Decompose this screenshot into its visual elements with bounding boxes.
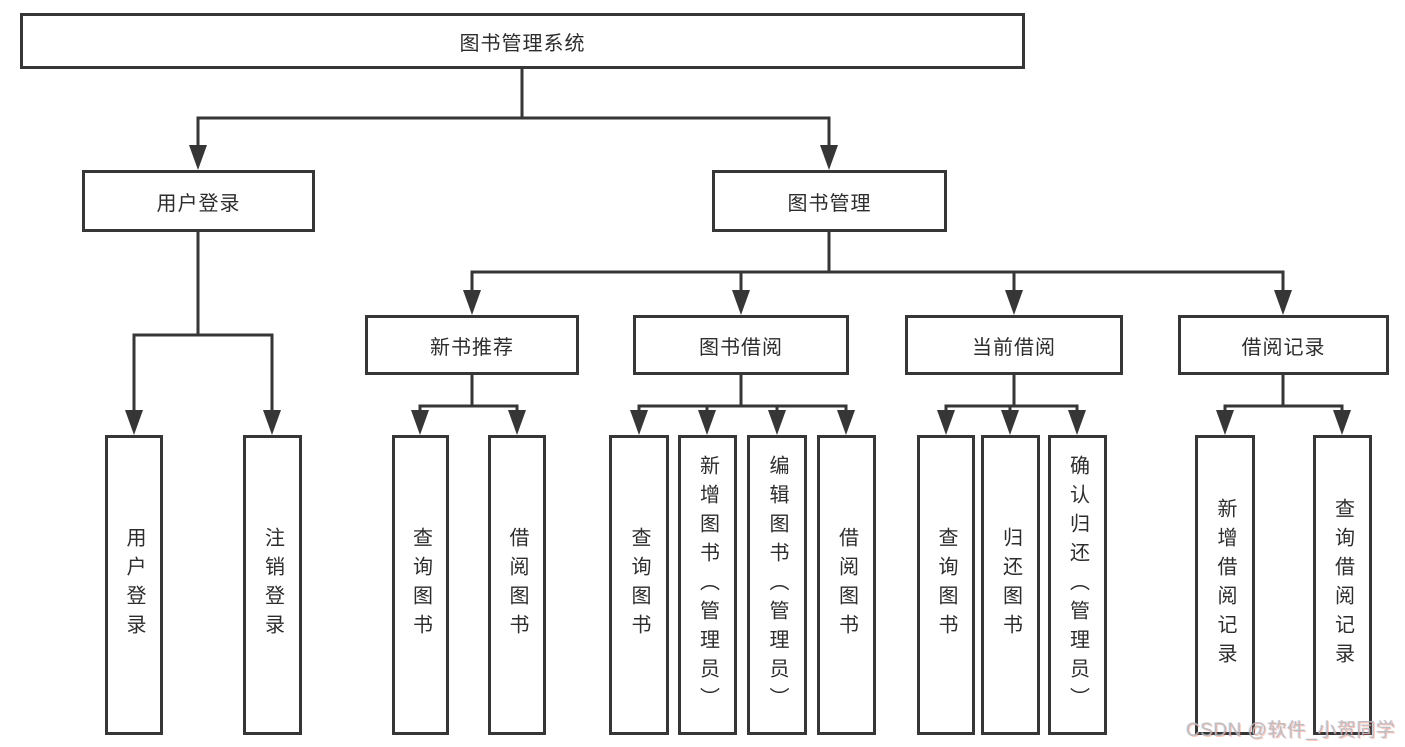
leaf-label: 新增借阅记录 bbox=[1214, 498, 1236, 672]
leaf-label: 查询图书 bbox=[628, 527, 650, 643]
leaf-label: 归还图书 bbox=[999, 527, 1022, 643]
leaf-query-books-3: 查询图书 bbox=[917, 435, 975, 735]
node-current-borrow: 当前借阅 bbox=[905, 315, 1123, 375]
leaf-label: 借阅图书 bbox=[835, 527, 858, 643]
leaf-logout: 注销登录 bbox=[243, 435, 302, 735]
node-borrow-records: 借阅记录 bbox=[1178, 315, 1389, 375]
leaf-borrow-books-2: 借阅图书 bbox=[817, 435, 876, 735]
leaf-return-book: 归还图书 bbox=[981, 435, 1040, 735]
leaf-user-login: 用户登录 bbox=[105, 435, 163, 735]
leaf-edit-book-admin: 编辑图书（管理员） bbox=[747, 435, 807, 735]
node-library-system: 图书管理系统 bbox=[20, 13, 1025, 69]
leaf-query-books: 查询图书 bbox=[392, 435, 449, 735]
node-user-login: 用户登录 bbox=[82, 170, 315, 232]
leaf-label: 新增图书（管理员） bbox=[696, 454, 719, 716]
node-book-management: 图书管理 bbox=[712, 170, 947, 232]
leaf-label: 查询图书 bbox=[935, 527, 957, 643]
leaf-label: 查询图书 bbox=[409, 527, 432, 643]
node-book-borrow: 图书借阅 bbox=[633, 315, 849, 375]
leaf-label: 确认归还（管理员） bbox=[1066, 454, 1089, 716]
leaf-borrow-books: 借阅图书 bbox=[488, 435, 546, 735]
leaf-label: 查询借阅记录 bbox=[1331, 498, 1354, 672]
node-new-book-recommend: 新书推荐 bbox=[365, 315, 579, 375]
leaf-add-book-admin: 新增图书（管理员） bbox=[678, 435, 737, 735]
leaf-query-books-2: 查询图书 bbox=[609, 435, 669, 735]
leaf-label: 用户登录 bbox=[123, 527, 145, 643]
leaf-query-borrow-record: 查询借阅记录 bbox=[1313, 435, 1372, 735]
leaf-add-borrow-record: 新增借阅记录 bbox=[1195, 435, 1255, 735]
leaf-confirm-return-admin: 确认归还（管理员） bbox=[1048, 435, 1107, 735]
leaf-label: 编辑图书（管理员） bbox=[766, 454, 788, 716]
leaf-label: 注销登录 bbox=[261, 527, 284, 643]
leaf-label: 借阅图书 bbox=[506, 527, 528, 643]
csdn-watermark: CSDN @软件_小贺同学 bbox=[1186, 720, 1396, 741]
